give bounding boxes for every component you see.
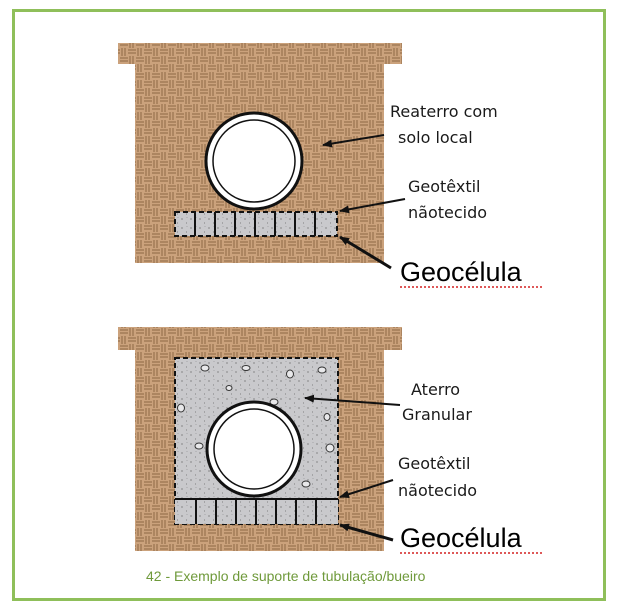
top-geocell-layer: [174, 211, 338, 237]
top-geotextile-label-line1: Geotêxtil: [408, 177, 481, 196]
bottom-fill-label-line1: Aterro: [411, 380, 460, 399]
bottom-geocell-arrow: [339, 523, 394, 542]
bottom-geotextile-label-line1: Geotêxtil: [398, 454, 471, 473]
figure-frame: [12, 9, 606, 601]
bottom-fill-arrow: [304, 394, 401, 406]
bottom-geocell-layer: [175, 498, 338, 524]
figure-caption: 42 - Exemplo de suporte de tubulação/bue…: [146, 568, 426, 584]
bottom-geotextile-arrow: [339, 479, 394, 499]
top-section: Reaterro com solo local Geotêxtil nãotec…: [118, 43, 542, 288]
top-backfill-label-line2: solo local: [398, 128, 473, 147]
top-geotextile-outline: [174, 211, 338, 237]
bottom-pipe: [205, 400, 303, 498]
bottom-fill-label-line2: Granular: [402, 405, 472, 424]
top-backfill-arrow: [322, 134, 385, 148]
top-geocell-arrow: [339, 235, 392, 270]
top-geotextile-arrow: [339, 198, 406, 214]
top-pipe: [204, 111, 304, 211]
bottom-geocell-label: Geocélula: [400, 523, 523, 553]
top-geocell-label: Geocélula: [400, 257, 523, 287]
bottom-section: Aterro Granular Geotêxtil nãotecido Geoc…: [118, 327, 542, 554]
top-geotextile-label-line2: nãotecido: [408, 203, 487, 222]
bottom-geotextile-label-line2: nãotecido: [398, 481, 477, 500]
top-backfill-label-line1: Reaterro com: [390, 102, 498, 121]
